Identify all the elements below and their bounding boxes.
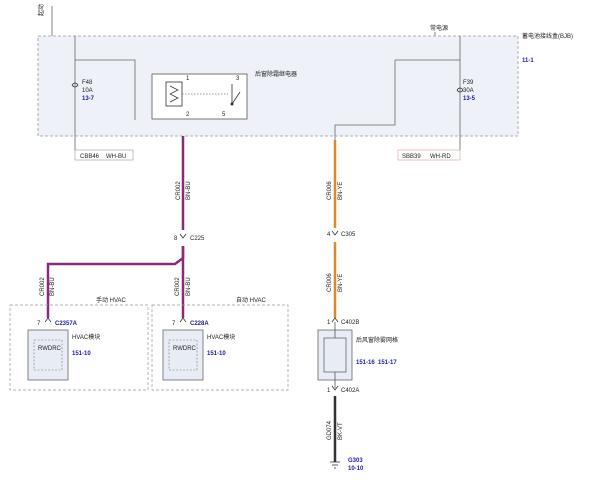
purple-left-color: BN-BU xyxy=(50,277,56,296)
purple-main-color: BN-BU xyxy=(186,181,192,200)
manual-hvac-ref: 151-10 xyxy=(72,351,91,357)
relay-pin1: 1 xyxy=(186,76,190,82)
purple-right-color: BN-BU xyxy=(186,277,192,296)
orange-upper-circuit: CR006 xyxy=(327,181,333,200)
c305-connector-icon xyxy=(331,230,339,236)
relay-to-orange-line xyxy=(334,60,396,140)
c228a-pin: 7 xyxy=(172,321,176,327)
c225-id: C225 xyxy=(190,236,205,242)
c228a-id: C228A xyxy=(190,321,209,327)
orange-lower-circuit: CR006 xyxy=(327,273,333,292)
manual-hvac-title: 手动 HVAC xyxy=(96,296,127,304)
fuse-right-ref: 13-5 xyxy=(463,96,476,102)
relay-pin2: 2 xyxy=(186,112,190,118)
fuse-left-icon xyxy=(71,82,79,88)
splice-right-color: WH-RD xyxy=(430,154,451,160)
ground-point-ref: 10-10 xyxy=(348,466,364,472)
c225-connector-icon xyxy=(179,233,187,239)
c305-id: C305 xyxy=(341,232,356,238)
c2357a-pin: 7 xyxy=(37,321,41,327)
ground-circuit: GD074 xyxy=(327,420,333,440)
manual-rwdrc-label: RWDRC xyxy=(38,346,62,352)
rear-grid-ref1: 151-16 xyxy=(356,360,375,366)
auto-rwdrc-box xyxy=(168,339,198,371)
ground-point-id: G303 xyxy=(348,458,363,464)
orange-upper-color: BN-YE xyxy=(338,182,344,200)
purple-left-circuit: CR002 xyxy=(40,277,46,296)
purple-left-wire xyxy=(46,246,185,318)
fuse-right-id: F39 xyxy=(463,80,474,86)
splice-right-id: SBB39 xyxy=(402,154,421,160)
c402a-connector-icon xyxy=(331,385,339,391)
auto-hvac-title: 自动 HVAC xyxy=(236,296,267,304)
relay-box xyxy=(151,73,248,120)
c228a-connector-icon xyxy=(179,317,187,323)
fuse-left-ref: 13-7 xyxy=(82,96,95,102)
c402a-pin: 1 xyxy=(327,388,331,394)
orange-lower-color: BN-YE xyxy=(338,274,344,292)
auto-hvac-ref: 151-10 xyxy=(207,351,226,357)
auto-rwdrc-label: RWDRC xyxy=(173,346,197,352)
ignition-label: 起动 xyxy=(37,4,45,16)
splice-left-id: CBB46 xyxy=(80,154,100,160)
rear-grid-label: 后风窗除雾网格 xyxy=(356,336,398,344)
relay-pin5: 5 xyxy=(222,112,226,118)
c2357a-connector-icon xyxy=(44,317,52,323)
c2357a-id: C2357A xyxy=(55,321,78,327)
fuse-left-id: F48 xyxy=(82,80,93,86)
manual-hvac-module-box xyxy=(27,329,69,381)
rear-grid-ref2: 151-17 xyxy=(378,360,397,366)
c305-pin: 4 xyxy=(327,232,331,238)
manual-rwdrc-box xyxy=(33,339,63,371)
relay-switch-icon xyxy=(231,91,241,105)
splice-left-box xyxy=(74,149,134,161)
fuse-right-rating: 30A xyxy=(463,88,474,94)
purple-main-circuit: CR002 xyxy=(176,181,182,200)
purple-right-circuit: CR002 xyxy=(175,277,181,296)
c402b-id: C402B xyxy=(341,320,359,326)
relay-feed-left xyxy=(75,59,136,120)
c402a-id: C402A xyxy=(341,388,359,394)
c402b-connector-icon xyxy=(331,317,339,323)
relay-coil-winding xyxy=(169,85,179,103)
relay-pin3: 3 xyxy=(236,76,240,82)
ground-color: BK-VT xyxy=(338,422,344,440)
bjb-box xyxy=(37,35,519,137)
manual-hvac-module: HVAC模块 xyxy=(72,333,100,341)
battery-power-label: 常电源 xyxy=(430,24,448,32)
bjb-name: 蓄电池接线盒(BJB) xyxy=(522,32,573,40)
auto-hvac-module-box xyxy=(162,329,204,381)
fuse-right-icon xyxy=(456,87,464,93)
auto-hvac-box xyxy=(151,304,289,391)
manual-hvac-box xyxy=(9,304,149,391)
c225-pin: 8 xyxy=(174,236,178,242)
splice-left-color: WH-BU xyxy=(106,154,126,160)
splice-right-box xyxy=(397,149,461,161)
auto-hvac-module: HVAC模块 xyxy=(207,333,235,341)
bjb-ref: 11-1 xyxy=(522,58,534,64)
relay-label: 后窗除霜继电器 xyxy=(255,70,297,78)
c402b-pin: 1 xyxy=(327,320,331,326)
relay-contact-dot xyxy=(230,102,234,106)
fuse-left-rating: 10A xyxy=(82,88,93,94)
